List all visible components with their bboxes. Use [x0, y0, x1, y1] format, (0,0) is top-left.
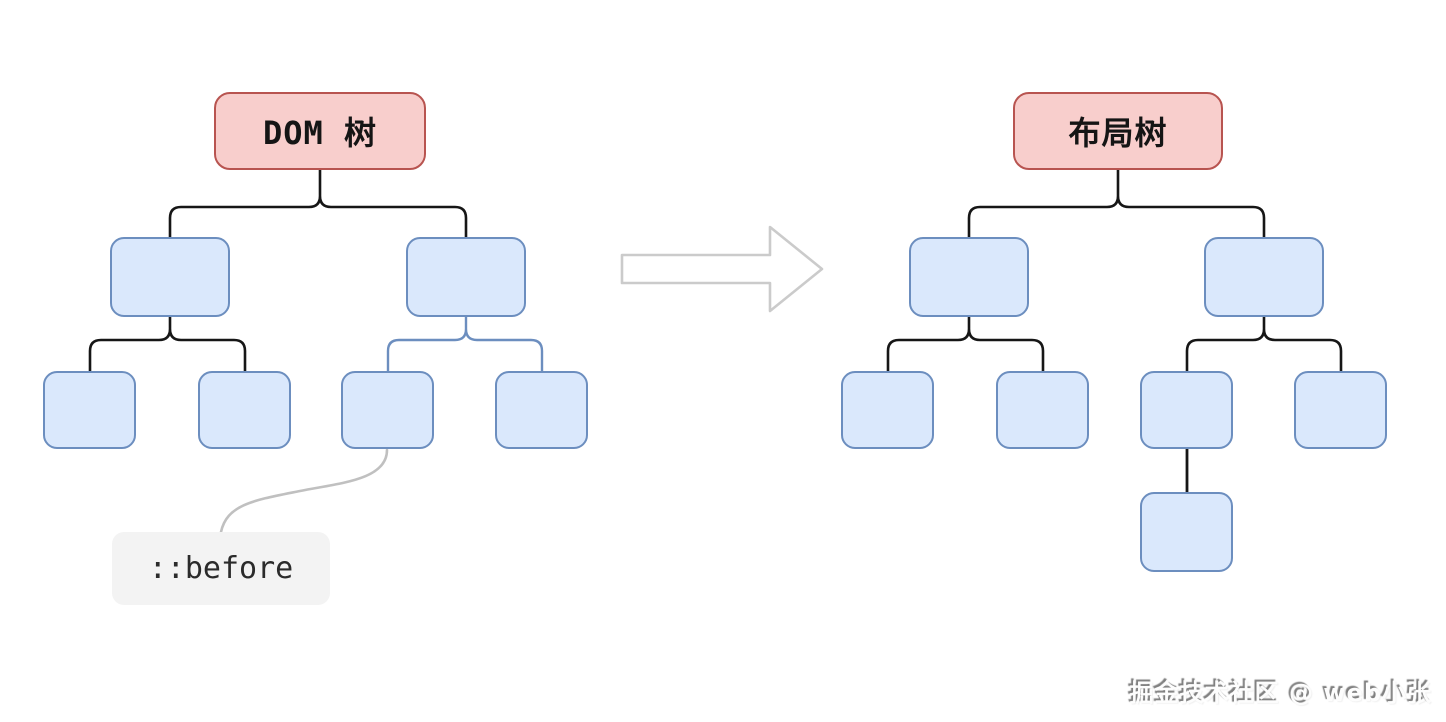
layout-left-subtree-connector [886, 315, 1045, 373]
watermark: 掘金技术社区 @ web小张 [1129, 679, 1432, 707]
dom-tree-root-node: DOM 树 [214, 92, 426, 170]
dom-root-fork-connector [168, 168, 468, 239]
layout-tree-generated-pseudo-node [1140, 492, 1233, 572]
layout-tree-leaf-node [841, 371, 934, 449]
dom-tree-leaf-node [198, 371, 291, 449]
dom-tree-branch-node [406, 237, 526, 317]
layout-tree-leaf-node [996, 371, 1089, 449]
dom-right-subtree-highlight-connector [386, 315, 544, 373]
dom-tree-leaf-node [495, 371, 588, 449]
dom-tree-branch-node [110, 237, 230, 317]
right-arrow-icon [620, 225, 824, 313]
layout-right-subtree-connector [1185, 315, 1343, 373]
layout-tree-leaf-node [1294, 371, 1387, 449]
dom-left-subtree-connector [88, 315, 247, 373]
dom-tree-leaf-node [43, 371, 136, 449]
dom-tree-leaf-node [341, 371, 434, 449]
layout-tree-leaf-node [1140, 371, 1233, 449]
layout-tree-root-node: 布局树 [1013, 92, 1223, 170]
layout-root-fork-connector [967, 168, 1266, 239]
layout-tree-branch-node [909, 237, 1029, 317]
layout-tree-branch-node [1204, 237, 1324, 317]
pseudo-before-curve [219, 448, 389, 534]
pseudo-before-label: ::before [112, 532, 330, 605]
